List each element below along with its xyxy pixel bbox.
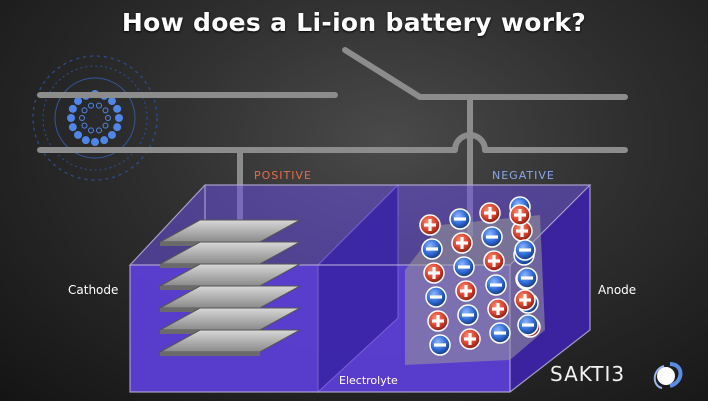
negative-ion [453,256,475,278]
negative-ion [429,334,451,356]
negative-ion [514,239,536,261]
negative-ion [489,322,511,344]
cathode-plates [159,219,301,356]
negative-ion [421,238,443,260]
dial-inner-dot [102,122,109,129]
positive-ion [423,262,445,284]
negative-ion [516,267,538,289]
dial-dot [74,130,83,139]
dial-inner-dot [81,107,88,114]
positive-ion [514,289,536,311]
negative-ion [517,314,539,336]
dial-dot [113,104,122,113]
dial-inner-dot [81,122,88,129]
negative-ion [449,208,471,230]
sakti3-logo-icon [653,362,683,389]
positive-ion [487,298,509,320]
dial-dot [68,123,77,132]
dial-dot [113,123,122,132]
dial-inner-dot [105,115,111,121]
negative-ion [425,286,447,308]
negative-ion [457,304,479,326]
sakti3-logo: SAKTI3 [550,360,700,390]
dial-inner-dot [102,107,109,114]
negative-ion [481,226,503,248]
positive-ion [483,250,505,272]
cathode-label: Cathode [68,283,119,297]
dial-inner-dot [87,127,94,134]
dial-dot [74,97,83,106]
positive-ion [451,232,473,254]
logo-text: SAKTI3 [550,362,626,386]
positive-ion [459,328,481,350]
negative-label: NEGATIVE [492,169,555,182]
dial-dot [91,138,99,146]
dial-inner-dot [79,115,85,121]
dial-dot [115,114,123,122]
electrolyte-label: Electrolyte [339,374,398,387]
anode-label: Anode [598,283,637,297]
dial-inner-dot [96,127,103,134]
rotary-switch-icon [32,55,158,181]
positive-ion [419,214,441,236]
dial-dot [107,130,116,139]
anode-structure [405,196,545,365]
dial-dot [68,104,77,113]
negative-ion [485,274,507,296]
positive-ion [479,202,501,224]
dial-dot [100,136,109,145]
positive-ion [455,280,477,302]
cathode-plate-edge [160,352,260,356]
positive-ion [427,310,449,332]
dial-inner-dot [96,102,103,109]
dial-inner-dot [87,102,94,109]
positive-label: POSITIVE [254,169,312,182]
dial-dot [81,136,90,145]
dial-dot [107,97,116,106]
page-title: How does a Li-ion battery work? [121,8,587,37]
positive-ion [509,204,531,226]
dial-dot [67,114,75,122]
